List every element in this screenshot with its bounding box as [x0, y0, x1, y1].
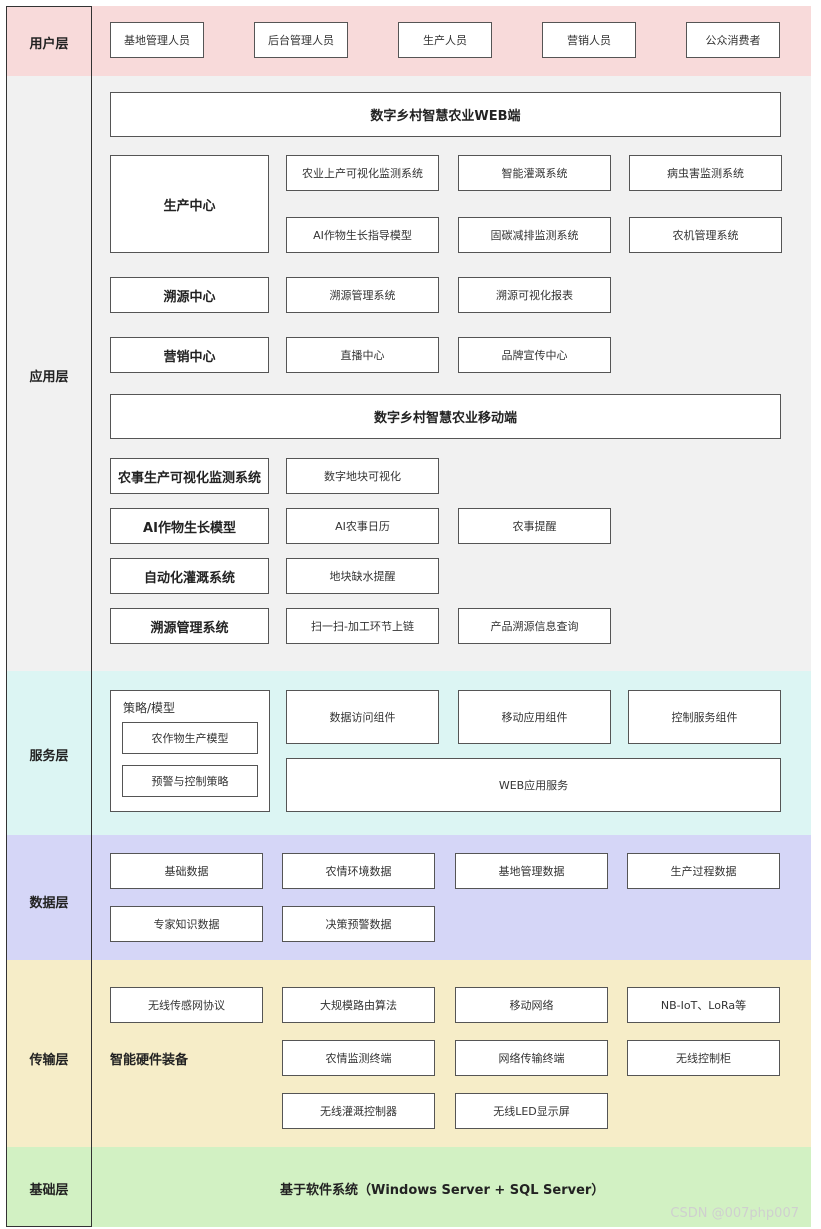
data-item: 专家知识数据 — [110, 906, 263, 942]
transport-protocol: 移动网络 — [455, 987, 608, 1023]
base-layer-band — [6, 1147, 811, 1227]
auto-irrigation-system: 自动化灌溉系统 — [110, 558, 269, 594]
user-marketing: 营销人员 — [542, 22, 636, 58]
mobile-platform-title: 数字乡村智慧农业移动端 — [110, 394, 781, 439]
trace-center: 溯源中心 — [110, 277, 269, 313]
production-item: 病虫害监测系统 — [629, 155, 782, 191]
transport-protocol: 大规模路由算法 — [282, 987, 435, 1023]
production-item: 农机管理系统 — [629, 217, 782, 253]
data-item: 基地管理数据 — [455, 853, 608, 889]
trace-item: 溯源可视化报表 — [458, 277, 611, 313]
production-center: 生产中心 — [110, 155, 269, 253]
service-component: 控制服务组件 — [628, 690, 781, 744]
layer-label-service: 服务层 — [29, 749, 69, 764]
smart-hardware-label: 智能硬件装备 — [110, 1053, 189, 1068]
layer-label-data: 数据层 — [29, 896, 69, 911]
web-app-service: WEB应用服务 — [286, 758, 781, 812]
data-item: 生产过程数据 — [627, 853, 780, 889]
transport-protocol: NB-IoT、LoRa等 — [627, 987, 780, 1023]
strategy-model-title: 策略/模型 — [123, 701, 176, 715]
hardware-device: 农情监测终端 — [282, 1040, 435, 1076]
trace-mgmt-item: 扫一扫-加工环节上链 — [286, 608, 439, 644]
production-item: 农业上产可视化监测系统 — [286, 155, 439, 191]
data-item: 决策预警数据 — [282, 906, 435, 942]
production-item: 固碳减排监测系统 — [458, 217, 611, 253]
layer-label-user: 用户层 — [29, 37, 69, 52]
data-item: 农情环境数据 — [282, 853, 435, 889]
farm-visual-system: 农事生产可视化监测系统 — [110, 458, 269, 494]
strategy-item: 农作物生产模型 — [122, 722, 258, 754]
production-item: 智能灌溉系统 — [458, 155, 611, 191]
ai-model-item: 农事提醒 — [458, 508, 611, 544]
transport-protocol: 无线传感网协议 — [110, 987, 263, 1023]
layer-label-app: 应用层 — [29, 370, 69, 385]
marketing-item: 品牌宣传中心 — [458, 337, 611, 373]
hardware-device: 无线灌溉控制器 — [282, 1093, 435, 1129]
ai-growth-model: AI作物生长模型 — [110, 508, 269, 544]
marketing-item: 直播中心 — [286, 337, 439, 373]
hardware-device: 无线LED显示屏 — [455, 1093, 608, 1129]
service-component: 数据访问组件 — [286, 690, 439, 744]
trace-item: 溯源管理系统 — [286, 277, 439, 313]
user-base-manager: 基地管理人员 — [110, 22, 204, 58]
user-production: 生产人员 — [398, 22, 492, 58]
csdn-watermark: CSDN @007php007 — [670, 1206, 799, 1221]
production-item: AI作物生长指导模型 — [286, 217, 439, 253]
base-software-system: 基于软件系统（Windows Server + SQL Server） — [280, 1183, 605, 1198]
service-component: 移动应用组件 — [458, 690, 611, 744]
layer-label-column — [6, 6, 92, 1227]
trace-mgmt-item: 产品溯源信息查询 — [458, 608, 611, 644]
farm-visual-item: 数字地块可视化 — [286, 458, 439, 494]
trace-management-system: 溯源管理系统 — [110, 608, 269, 644]
layer-label-transport: 传输层 — [29, 1053, 69, 1068]
hardware-device: 无线控制柜 — [627, 1040, 780, 1076]
hardware-device: 网络传输终端 — [455, 1040, 608, 1076]
ai-model-item: AI农事日历 — [286, 508, 439, 544]
layer-label-base: 基础层 — [29, 1183, 69, 1198]
user-public-consumer: 公众消费者 — [686, 22, 780, 58]
irrigation-item: 地块缺水提醒 — [286, 558, 439, 594]
marketing-center: 营销中心 — [110, 337, 269, 373]
strategy-item: 预警与控制策略 — [122, 765, 258, 797]
user-admin: 后台管理人员 — [254, 22, 348, 58]
data-item: 基础数据 — [110, 853, 263, 889]
web-platform-title: 数字乡村智慧农业WEB端 — [110, 92, 781, 137]
